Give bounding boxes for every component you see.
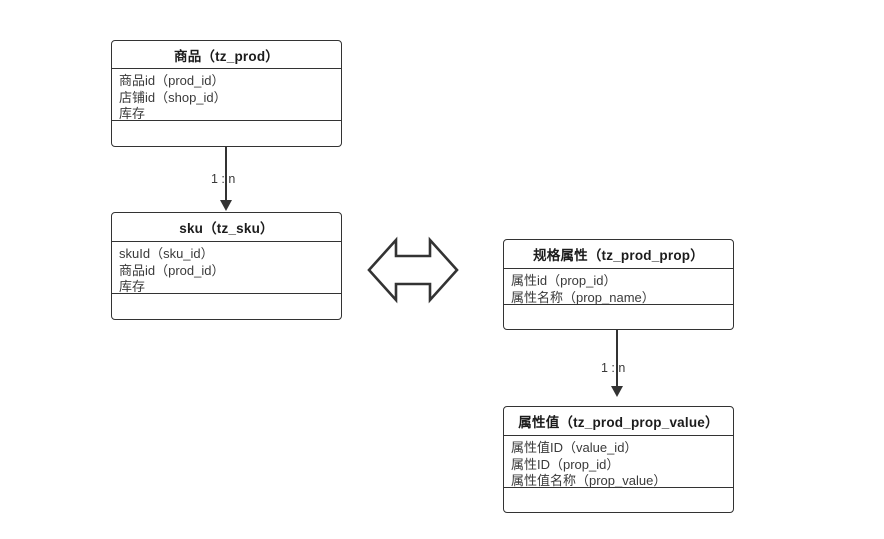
entity-operations-tz-sku (112, 294, 341, 319)
entity-attributes-tz-sku: skuId（sku_id） 商品id（prod_id） 库存 (112, 242, 341, 294)
attribute-row: 库存 (119, 279, 146, 294)
entity-tz-prod[interactable]: 商品（tz_prod） 商品id（prod_id） 店铺id（shop_id） … (111, 40, 342, 147)
entity-title-tz-prod: 商品（tz_prod） (112, 41, 341, 69)
entity-title-tz-sku: sku（tz_sku） (112, 213, 341, 242)
entity-tz-prod-prop[interactable]: 规格属性（tz_prod_prop） 属性id（prop_id） 属性名称（pr… (503, 239, 734, 330)
connector-line (616, 330, 618, 388)
bidirectional-arrow-icon (366, 235, 460, 305)
attribute-row: 商品id（prod_id） (119, 73, 225, 88)
attribute-row: 商品id（prod_id） (119, 262, 225, 278)
connector-label: 1 : n (601, 361, 626, 375)
attribute-row: 库存 (119, 106, 146, 121)
entity-tz-prod-prop-value[interactable]: 属性值（tz_prod_prop_value） 属性值ID（value_id） … (503, 406, 734, 513)
attribute-row: 属性ID（prop_id） (511, 456, 620, 472)
attribute-row: 属性值ID（value_id） (511, 440, 638, 455)
entity-attributes-tz-prod-prop: 属性id（prop_id） 属性名称（prop_name） (504, 269, 733, 305)
connector-line (225, 147, 227, 202)
connector-arrowhead-icon (611, 386, 623, 397)
entity-attributes-tz-prod: 商品id（prod_id） 店铺id（shop_id） 库存 (112, 69, 341, 121)
entity-attributes-tz-prod-prop-value: 属性值ID（value_id） 属性ID（prop_id） 属性值名称（prop… (504, 436, 733, 488)
attribute-row: skuId（sku_id） (119, 246, 214, 261)
entity-tz-sku[interactable]: sku（tz_sku） skuId（sku_id） 商品id（prod_id） … (111, 212, 342, 320)
connector-label: 1 : n (211, 172, 236, 186)
entity-operations-tz-prod-prop-value (504, 488, 733, 512)
entity-operations-tz-prod (112, 121, 341, 146)
entity-operations-tz-prod-prop (504, 305, 733, 329)
attribute-row: 属性名称（prop_name） (511, 289, 655, 305)
connector-arrowhead-icon (220, 200, 232, 211)
entity-title-tz-prod-prop-value: 属性值（tz_prod_prop_value） (504, 407, 733, 436)
attribute-row: 属性id（prop_id） (511, 273, 617, 288)
attribute-row: 店铺id（shop_id） (119, 89, 227, 105)
entity-title-tz-prod-prop: 规格属性（tz_prod_prop） (504, 240, 733, 269)
attribute-row: 属性值名称（prop_value） (511, 473, 667, 488)
